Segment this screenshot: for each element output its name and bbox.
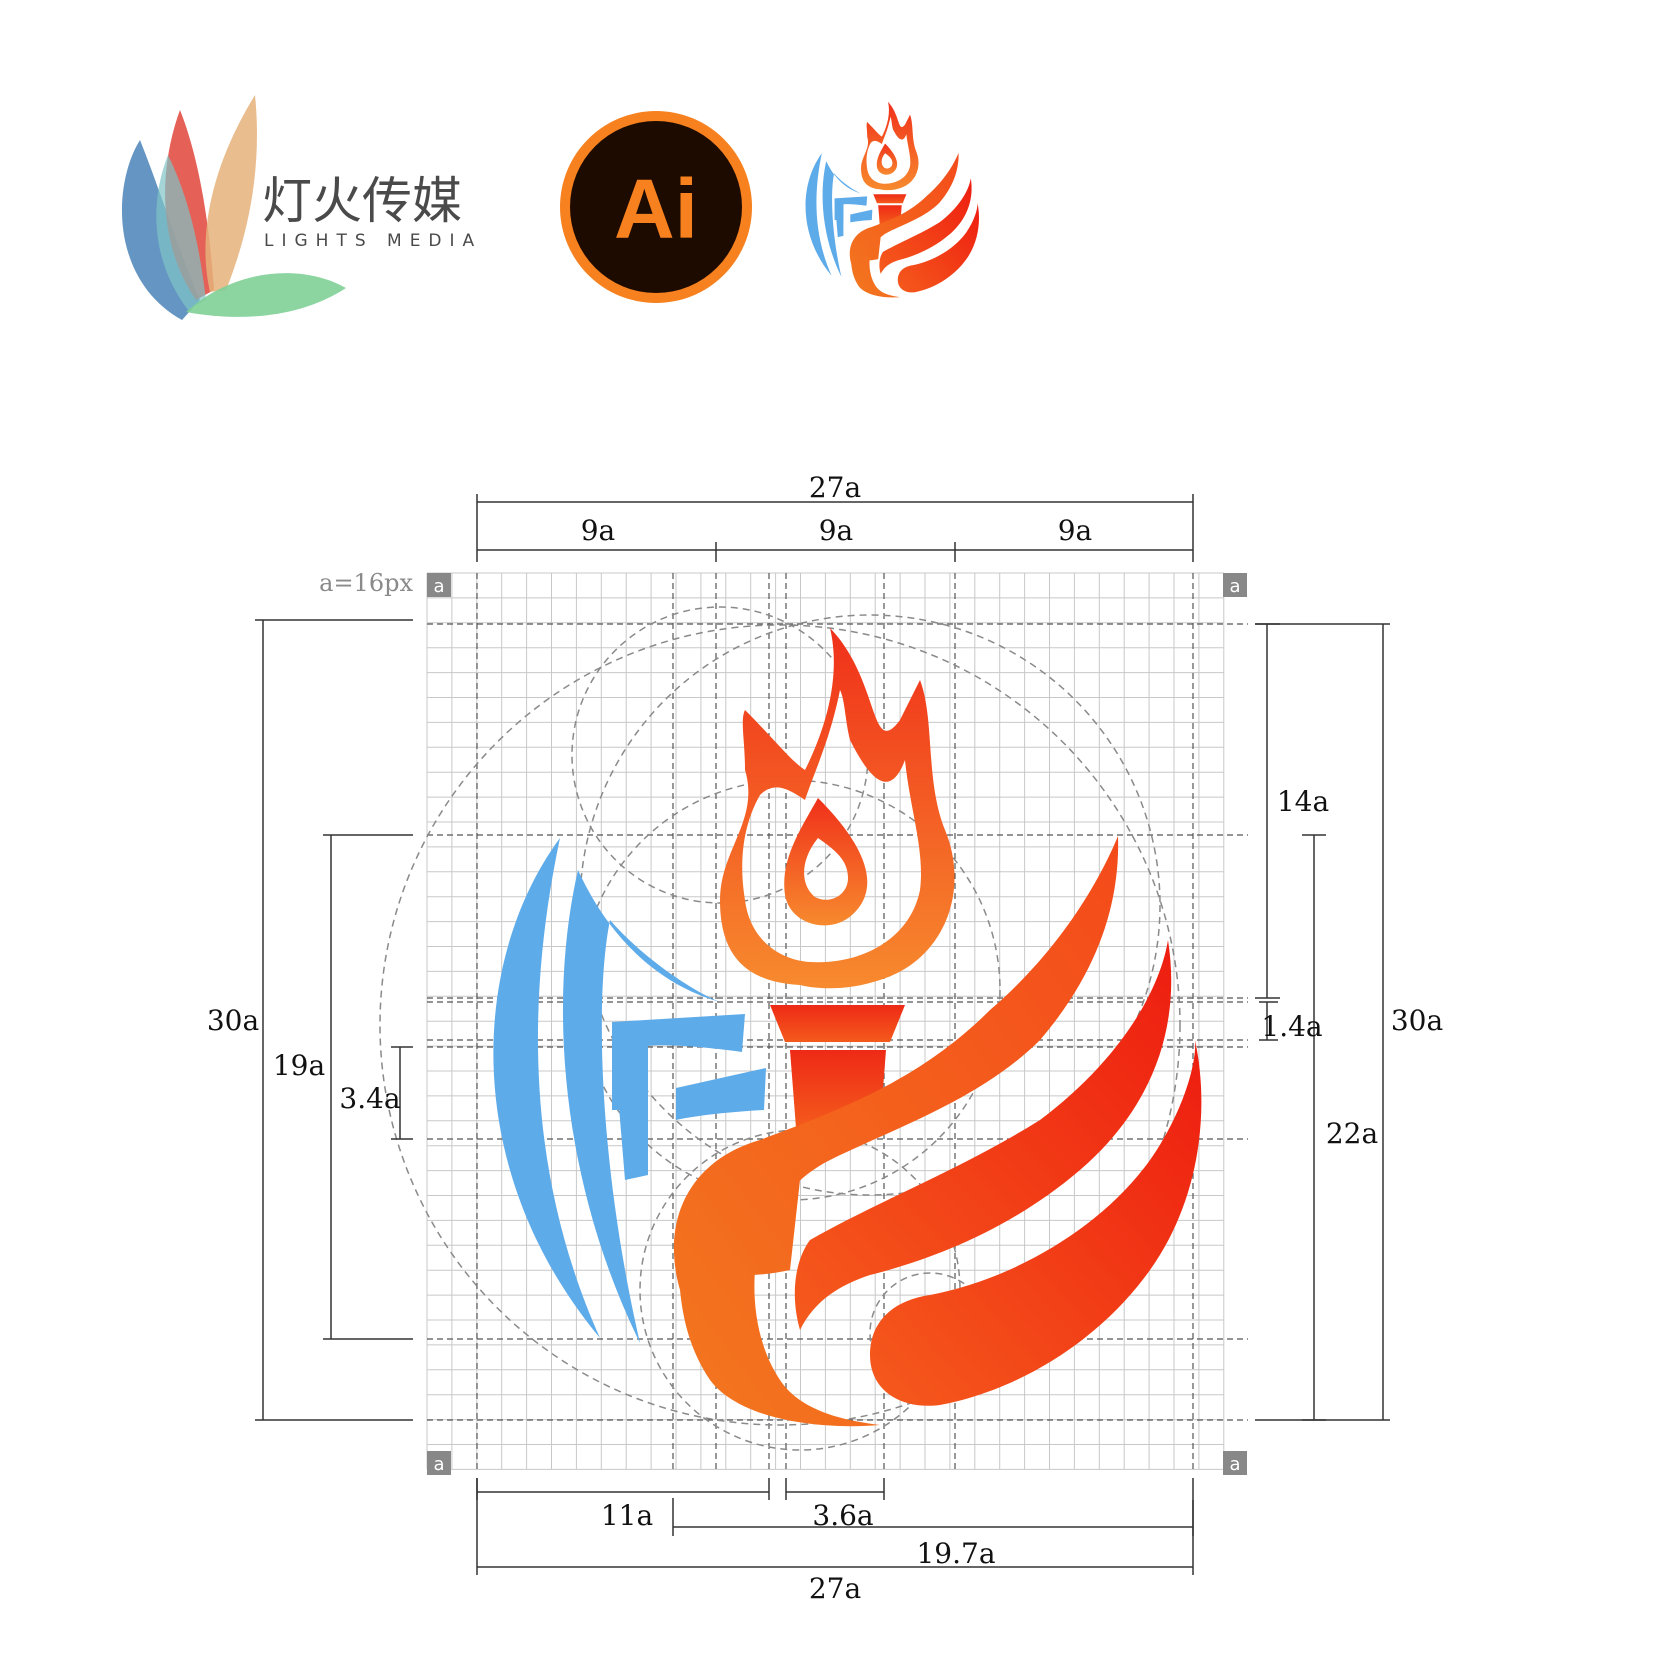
wing-stripe-middle [794,940,1172,1330]
flame-outer [720,628,955,989]
dim-bottom-stem: 3.6a [812,1499,873,1532]
body-swirl [849,152,959,298]
blue-inner-stroke [822,161,862,278]
torch-cup [873,194,907,204]
wing-stripe-outer [897,202,979,293]
blue-f-stem [834,198,844,238]
dim-left-outer: 30a [207,1004,259,1037]
flame-inner-drop [876,143,898,175]
corner-marker-br: a [1229,1454,1240,1475]
dim-left-band: 3.4a [339,1082,400,1115]
corner-marker-tl: a [433,576,444,597]
body-swirl [673,836,1119,1427]
blue-outer-stroke [805,153,832,276]
corner-marker-tr: a [1229,576,1240,597]
blue-outer-stroke [493,838,600,1338]
illustrator-app-icon: Ai [560,111,752,303]
corner-markers: a a a a [427,573,1247,1475]
dim-top-third-2: 9a [819,514,854,547]
dim-top-third-3: 9a [1058,514,1093,547]
dim-left-inner: 19a [273,1049,325,1082]
dimension-lines [255,494,1390,1575]
brand-logo: 灯火传媒 LIGHTS MEDIA [121,95,482,320]
torch-cup [770,1005,905,1042]
wing-stripe-middle [879,178,972,274]
blue-f-lower-bar [850,209,873,223]
brand-name-en: LIGHTS MEDIA [264,231,482,251]
construction-grid [426,572,1248,1470]
torch-logo-thumbnail [805,101,979,298]
dim-bottom-right: 19.7a [916,1537,995,1570]
dimension-labels: 27a 9a 9a 9a 30a 19a 3.4a 14a 1.4a 22a 3… [207,471,1443,1605]
dim-bottom-left: 11a [601,1499,653,1532]
dim-top-third-1: 9a [581,514,616,547]
corner-marker-bl: a [433,1454,444,1475]
flame-outer [861,101,919,191]
blue-f-stem [612,1022,648,1180]
dim-right-cup: 1.4a [1261,1010,1322,1043]
brand-name-cn: 灯火传媒 [262,172,462,230]
dim-top-total: 27a [809,471,861,504]
dim-bottom-total: 27a [809,1572,861,1605]
grid-unit-note: a=16px [319,569,413,597]
torch-logo-large [493,628,1202,1427]
flame-inner-drop [784,798,868,926]
brand-petals-icon [121,95,346,320]
wing-stripe-outer [870,1040,1202,1406]
blue-inner-stroke [562,870,720,1343]
blue-f-lower-bar [676,1068,766,1120]
dim-right-outer: 30a [1391,1004,1443,1037]
dim-right-upper: 14a [1277,785,1329,818]
app-icon-label: Ai [614,162,698,256]
dim-right-lower: 22a [1326,1117,1378,1150]
